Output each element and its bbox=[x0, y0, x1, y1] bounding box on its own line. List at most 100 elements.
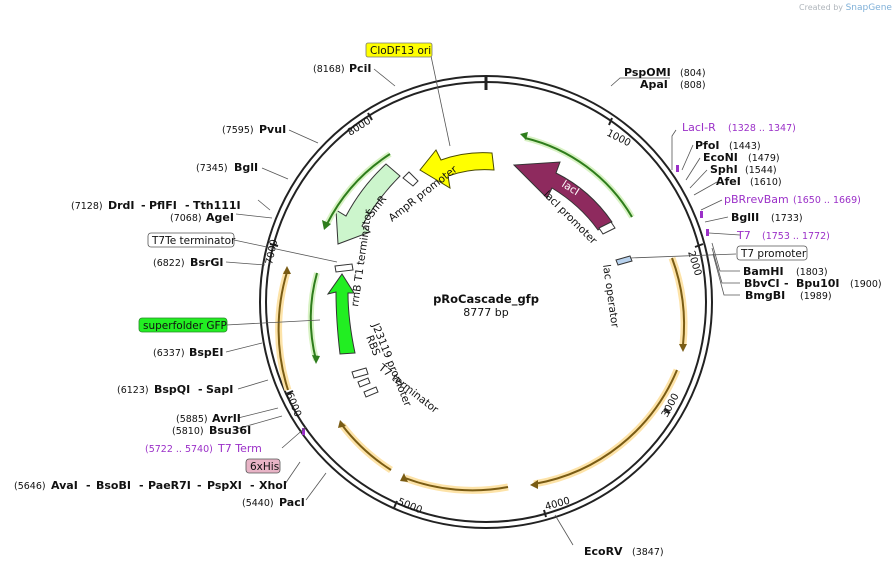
site-avrii: AvrII bbox=[212, 412, 241, 425]
6xhis-box bbox=[245, 458, 281, 474]
site-bamhi-pos: (1803) bbox=[796, 267, 828, 278]
cds-highlight bbox=[533, 368, 681, 488]
site-bsobi: BsoBI bbox=[96, 479, 131, 492]
site-paci: PacI bbox=[279, 496, 305, 509]
arrowhead bbox=[283, 266, 291, 274]
cds-arc-left bbox=[277, 271, 289, 391]
site-tth111i: Tth111I bbox=[193, 199, 241, 212]
site-apai-pos: (808) bbox=[680, 80, 706, 91]
primer-t7-term: T7 Term bbox=[217, 442, 262, 455]
rbs-feature bbox=[357, 377, 371, 388]
laci-feature bbox=[512, 161, 613, 231]
site-ecorv: EcoRV bbox=[584, 545, 623, 558]
snapgene-branding: Created by SnapGene bbox=[799, 3, 892, 13]
ticks bbox=[269, 112, 704, 518]
tick-mark bbox=[543, 509, 547, 518]
arrowhead bbox=[312, 355, 320, 364]
site-bsu36i-pos: (5810) bbox=[172, 426, 204, 437]
primer-pbrrevbam: pBRrevBam bbox=[724, 193, 789, 206]
site-avai: AvaI bbox=[51, 479, 78, 492]
j23119-promoter-feature bbox=[351, 367, 369, 379]
plasmid-name: pRoCascade_gfp bbox=[433, 292, 539, 307]
site-bglii: BglII bbox=[731, 211, 759, 224]
lac-operator-feature bbox=[615, 255, 633, 266]
dash: - bbox=[86, 479, 91, 492]
site-pvui: PvuI bbox=[259, 123, 286, 136]
site-pfoi: PfoI bbox=[695, 139, 720, 152]
backbone-outer-ring bbox=[259, 75, 713, 529]
site-sapi: SapI bbox=[206, 383, 233, 396]
dash: - bbox=[185, 199, 190, 212]
tick-label-5000: 5000 bbox=[396, 497, 424, 517]
primer-mark-laci-r bbox=[676, 165, 679, 172]
primer-laci-r: LacI-R bbox=[682, 121, 716, 134]
site-bspei: BspEI bbox=[189, 346, 223, 359]
tick-mark bbox=[269, 243, 279, 247]
cds-arc-right-upper bbox=[671, 257, 686, 346]
site-drdi: DrdI bbox=[108, 199, 135, 212]
gfp-track-arc bbox=[309, 272, 318, 361]
superfolder-gfp-box bbox=[138, 317, 228, 333]
t7-promoter-box bbox=[736, 245, 808, 261]
primer-t7-term-pos: (5722 .. 5740) bbox=[145, 444, 213, 455]
tick-label-1000: 1000 bbox=[605, 128, 633, 149]
site-agei-pos: (7068) bbox=[170, 213, 202, 224]
site-pcii: PciI bbox=[349, 62, 371, 75]
primer-laci-r-pos: (1328 .. 1347) bbox=[728, 123, 796, 134]
site-afei: AfeI bbox=[716, 175, 741, 188]
site-bsrgi-pos: (6822) bbox=[153, 258, 185, 269]
site-pspomi-pos: (804) bbox=[680, 68, 706, 79]
dash: - bbox=[250, 479, 255, 492]
site-agei: AgeI bbox=[206, 211, 234, 224]
superfolder-gfp-label: superfolder GFP bbox=[143, 320, 227, 332]
cds-arcs bbox=[275, 132, 688, 494]
rrnb-t1-terminator-feature bbox=[334, 263, 354, 273]
site-bspqi: BspQI bbox=[154, 383, 190, 396]
t7-terminator-feature bbox=[363, 386, 379, 398]
site-bgli-pos: (7345) bbox=[196, 163, 228, 174]
laci-promoter-feature bbox=[598, 221, 616, 235]
site-paci-pos: (5440) bbox=[242, 498, 274, 509]
site-avai-pos: (5646) bbox=[14, 481, 46, 492]
cds-arc-bottom bbox=[404, 477, 509, 492]
primer-mark-pbrrevbam bbox=[700, 211, 703, 218]
site-bbvci-dash: - bbox=[784, 277, 789, 290]
site-drdi-pos: (7128) bbox=[71, 201, 103, 212]
primer-t7: T7 bbox=[736, 229, 751, 242]
site-bsu36i: Bsu36I bbox=[209, 424, 251, 437]
site-pspxi: PspXI bbox=[207, 479, 242, 492]
site-paer7i: PaeR7I bbox=[148, 479, 191, 492]
site-bbvci: BbvCI bbox=[744, 277, 780, 290]
arrowhead bbox=[322, 220, 331, 230]
tick-mark bbox=[285, 390, 294, 395]
dash: - bbox=[198, 383, 203, 396]
superfolder-gfp-feature bbox=[326, 273, 356, 355]
site-bspei-pos: (6337) bbox=[153, 348, 185, 359]
site-sphi: SphI bbox=[710, 163, 738, 176]
site-bamhi: BamHI bbox=[743, 265, 784, 278]
site-bglii-pos: (1733) bbox=[771, 213, 803, 224]
t7-promoter-label: T7 promoter bbox=[740, 248, 807, 260]
clodf13-ori-label: CloDF13 ori bbox=[370, 45, 431, 57]
site-econi: EcoNI bbox=[703, 151, 738, 164]
site-apai: ApaI bbox=[640, 78, 668, 91]
tick-label-7000: 7000 bbox=[264, 238, 280, 265]
site-ecorv-pos: (3847) bbox=[632, 547, 664, 558]
tick-mark bbox=[608, 117, 613, 126]
site-sphi-pos: (1544) bbox=[745, 165, 777, 176]
site-bspqi-pos: (6123) bbox=[117, 385, 149, 396]
site-econi-pos: (1479) bbox=[748, 153, 780, 164]
site-pcii-pos: (8168) bbox=[313, 64, 345, 75]
site-bbvci-pos: (1900) bbox=[850, 279, 882, 290]
cds-highlight bbox=[339, 422, 393, 473]
tick-mark bbox=[663, 408, 671, 414]
cds-arc-right-lower bbox=[533, 369, 678, 485]
smr-track-arc bbox=[326, 153, 391, 225]
dash: - bbox=[197, 479, 202, 492]
t7-terminator-label: T7 terminator bbox=[375, 361, 441, 416]
arrowhead bbox=[338, 420, 346, 428]
site-bsrgi: BsrGI bbox=[190, 256, 223, 269]
snapgene-logo: SnapGene bbox=[845, 3, 892, 13]
site-pspomi: PspOMI bbox=[624, 66, 671, 79]
site-pvui-pos: (7595) bbox=[222, 125, 254, 136]
